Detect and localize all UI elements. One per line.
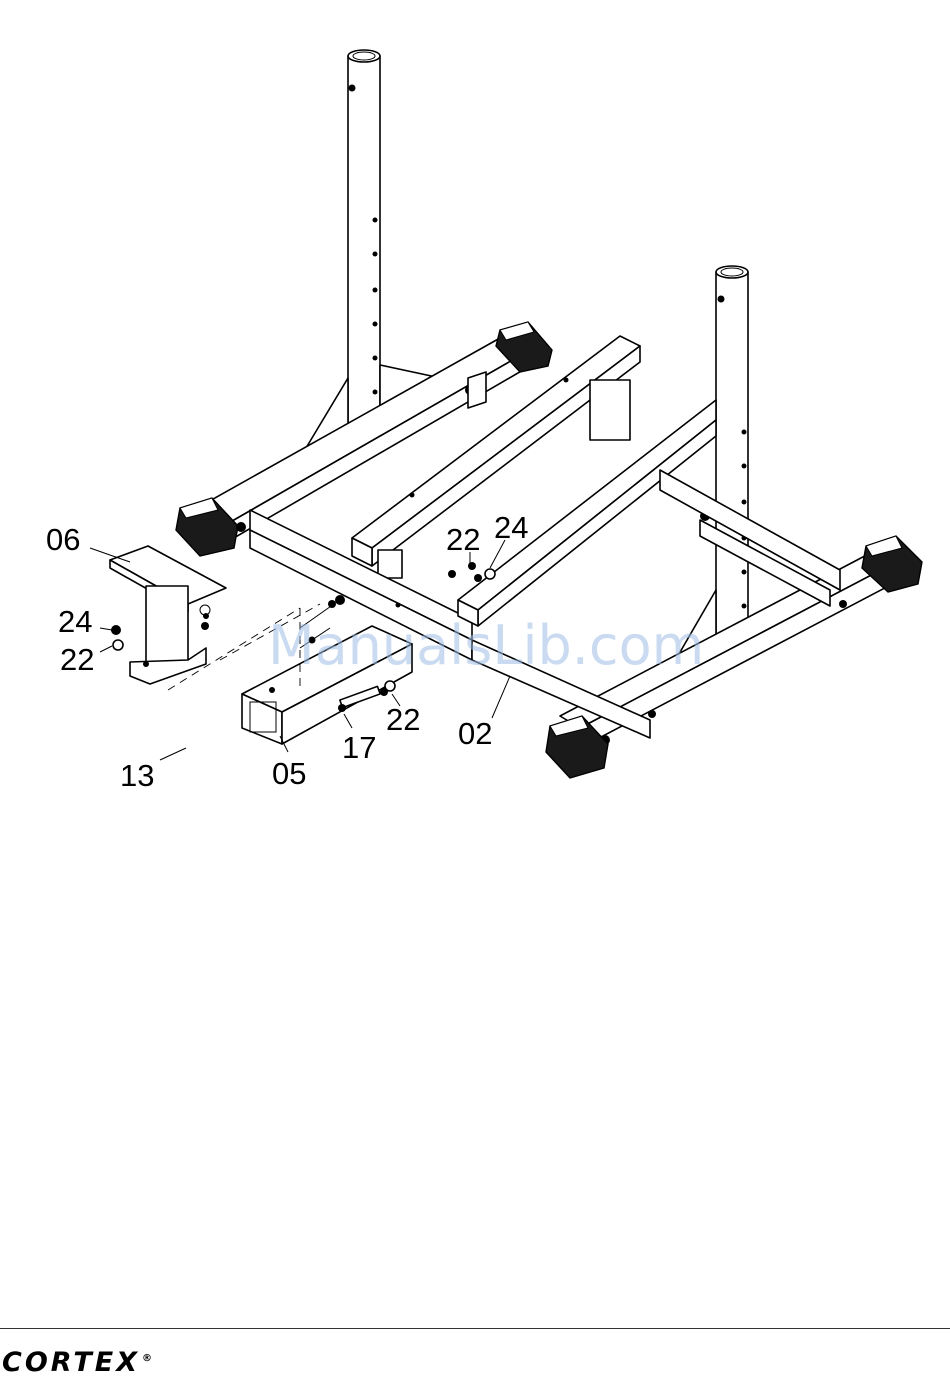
label-24-top: 24: [494, 510, 528, 545]
label-05: 05: [272, 756, 306, 791]
label-22-right: 22: [386, 702, 420, 737]
label-17: 17: [342, 730, 376, 765]
label-13: 13: [120, 758, 154, 793]
label-22-top: 22: [446, 522, 480, 557]
label-02: 02: [458, 716, 492, 751]
label-06: 06: [46, 522, 80, 557]
brand-logo: CORTEX®: [2, 1347, 152, 1378]
watermark: ManualsLib.com: [268, 614, 704, 677]
footer-divider: [0, 1328, 950, 1329]
registered-mark: ®: [142, 1353, 152, 1364]
right-upright-post: [672, 266, 748, 666]
label-22-left: 22: [60, 642, 94, 677]
label-24-left: 24: [58, 604, 92, 639]
brand-name: CORTEX: [2, 1347, 140, 1378]
